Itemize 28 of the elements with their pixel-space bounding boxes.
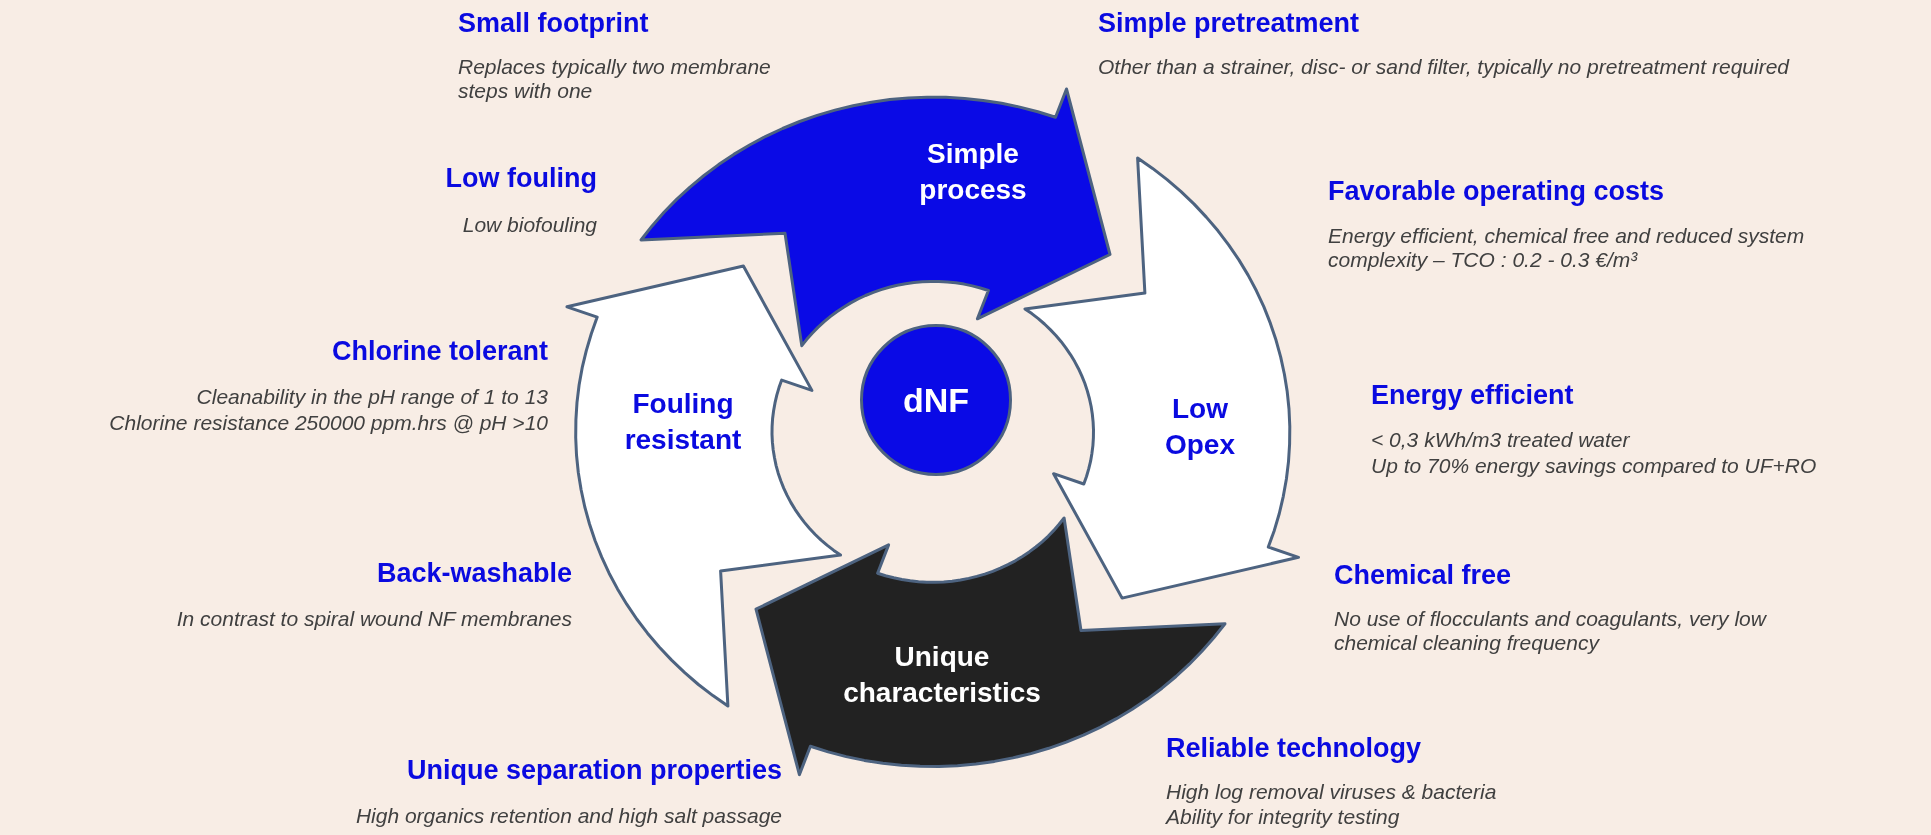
feature-heading: Chemical free xyxy=(1334,560,1512,591)
feature-description: < 0,3 kWh/m3 treated water xyxy=(1371,428,1630,453)
feature-heading: Energy efficient xyxy=(1371,380,1574,411)
feature-heading: Back-washable xyxy=(376,558,572,589)
feature-heading: Low fouling xyxy=(445,163,597,194)
feature-description: Energy efficient, chemical free and reduced system complexity – TCO : 0.2 - 0.3 €/m³ xyxy=(1328,224,1806,273)
feature-description: Ability for integrity testing xyxy=(1166,805,1400,830)
feature-description: Chlorine resistance 250000 ppm.hrs @ pH >10 xyxy=(109,411,548,436)
feature-description: Other than a strainer, disc- or sand filter, typically no pretreatment required xyxy=(1098,55,1791,80)
segment-label: Simple process xyxy=(918,136,1028,207)
feature-description: High organics retention and high salt passage xyxy=(355,804,782,829)
feature-heading: Small footprint xyxy=(458,8,649,39)
center-label: dNF xyxy=(902,380,970,420)
segment-label: Low Opex xyxy=(1163,391,1236,462)
segment-label: Unique characteristics xyxy=(842,639,1042,710)
feature-description: High log removal viruses & bacteria xyxy=(1166,780,1497,805)
feature-heading: Simple pretreatment xyxy=(1098,8,1360,39)
feature-heading: Reliable technology xyxy=(1166,733,1422,764)
feature-heading: Unique separation properties xyxy=(406,755,782,786)
feature-description: No use of flocculants and coagulants, very low chemical cleaning frequency xyxy=(1334,607,1768,656)
feature-description: Replaces typically two membrane steps with one xyxy=(458,55,772,104)
feature-heading: Favorable operating costs xyxy=(1328,176,1665,207)
feature-description: In contrast to spiral wound NF membranes xyxy=(176,607,572,632)
feature-description: Low biofouling xyxy=(462,213,597,238)
segment-label: Fouling resistant xyxy=(623,386,743,457)
feature-description: Cleanability in the pH range of 1 to 13 xyxy=(196,385,548,410)
feature-description: Up to 70% energy savings compared to UF+RO xyxy=(1371,454,1817,479)
feature-heading: Chlorine tolerant xyxy=(332,336,548,367)
